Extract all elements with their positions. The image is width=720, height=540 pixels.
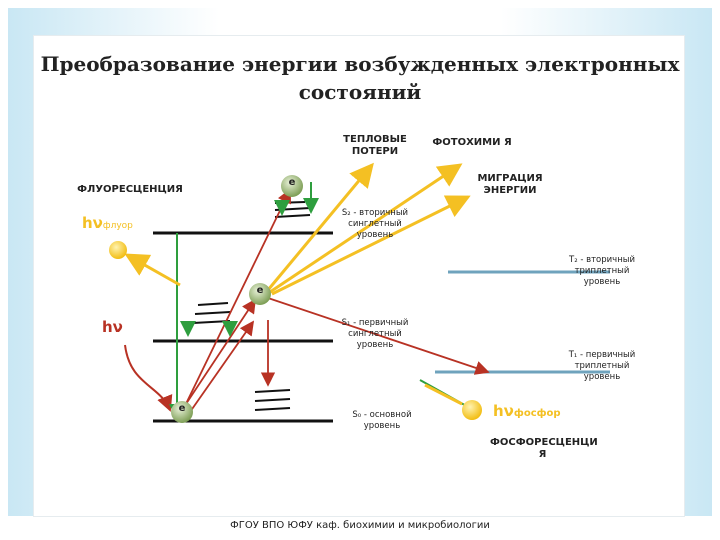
t2-level-label: T₂ - вторичный триплетный уровень xyxy=(569,255,635,287)
s0-level-label: S₀ - основной уровень xyxy=(352,410,412,431)
slide-title: Преобразование энергии возбужденных элек… xyxy=(40,52,680,104)
phos-photon-label: hνфосфор xyxy=(493,402,561,420)
s1-level-label: S₁ - первичный синглетный уровень xyxy=(341,318,409,350)
photochemistry-label: ФОТОХИМИ Я xyxy=(432,137,512,148)
s2-levels xyxy=(153,201,333,235)
electron-s2 xyxy=(281,175,303,197)
migration-label: МИГРАЦИЯ ЭНЕРГИИ xyxy=(477,173,543,196)
electron-s1-label: e xyxy=(256,285,264,296)
absorb-arrow xyxy=(124,344,173,412)
electron-s1 xyxy=(249,283,271,305)
fluor-photon-label: hνфлуор xyxy=(82,214,133,232)
electron-s0 xyxy=(171,401,193,423)
phosphorescence-label: ФОСФОРЕСЦЕНЦИ Я xyxy=(490,437,598,460)
electron-s0-label: e xyxy=(178,403,186,414)
slide-panel xyxy=(33,35,685,517)
t1-level-label: T₁ - первичный триплетный уровень xyxy=(568,350,636,382)
fluorescence-label: ФЛУОРЕСЦЕНЦИЯ xyxy=(77,184,183,195)
heat-loss-label: ТЕПЛОВЫЕ ПОТЕРИ xyxy=(343,134,407,157)
footer-text: ФГОУ ВПО ЮФУ каф. биохимии и микробиолог… xyxy=(230,520,490,531)
s2-level-label: S₂ - вторичный синглетный уровень xyxy=(341,208,409,240)
phos-photon xyxy=(462,400,482,420)
fluor-photon xyxy=(109,241,127,259)
absorb-photon-label: hν xyxy=(102,318,123,336)
electron-s2-label: e xyxy=(288,177,296,188)
